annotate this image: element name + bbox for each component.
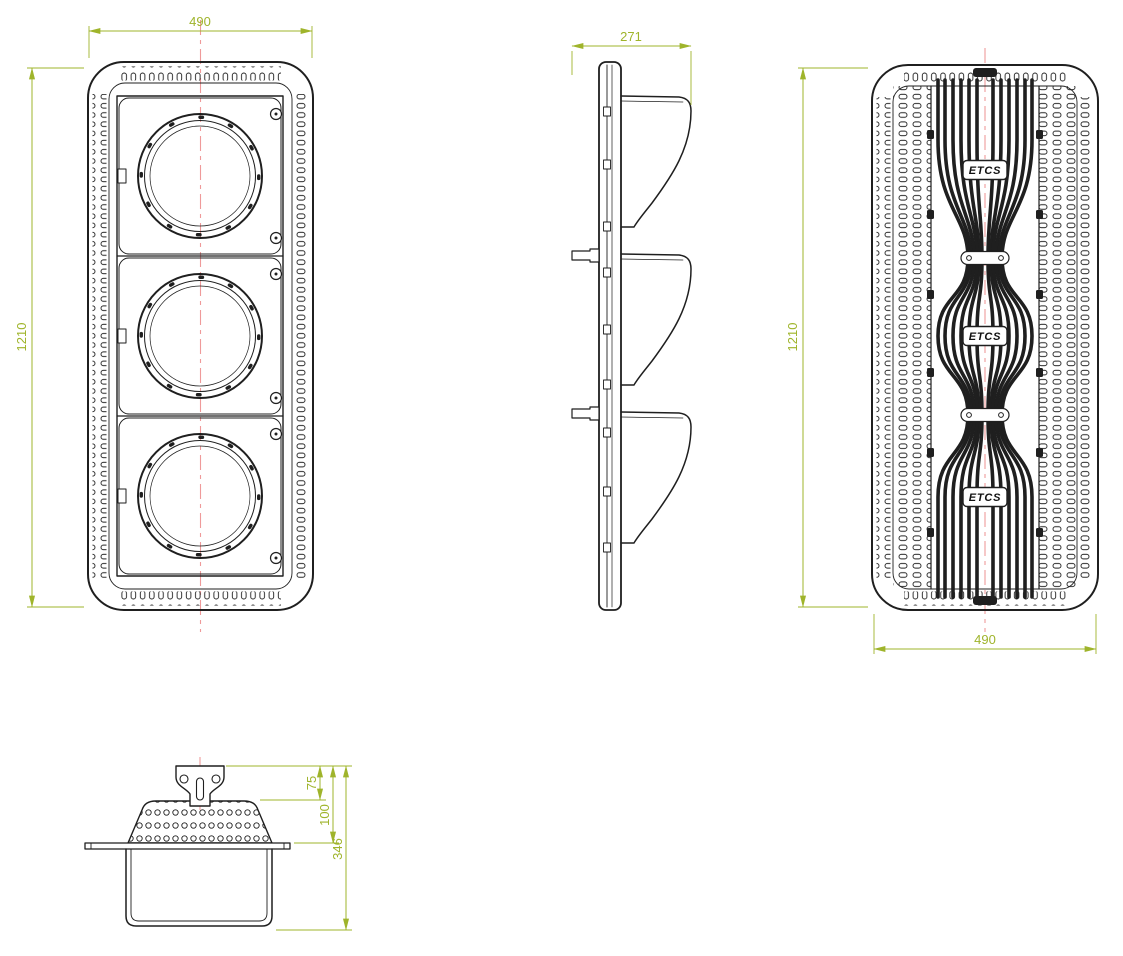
side-depth-dim-text: 271 [620,29,642,44]
mounting-bracket [175,765,225,807]
lens-1 [137,113,263,239]
front-view: 490 1210 [14,14,314,632]
front-height-dimension: 1210 [14,67,84,608]
visor-2 [620,253,692,386]
mount-height-dim-text: 100 [317,804,332,826]
etcs-logo-text-3: ETCS [969,492,1002,504]
etcs-logo-text-1: ETCS [969,165,1002,177]
mount-height-dimension: 100 [317,765,337,844]
back-view: ETCS ETCS ETCS 1210 490 [785,48,1099,654]
back-height-dim-text: 1210 [785,323,800,352]
front-height-dim-text: 1210 [14,323,29,352]
overall-depth-dim-text: 346 [330,838,345,860]
visor-1 [620,95,692,228]
mount-clamp-1 [571,248,600,263]
latch-plate-2 [960,407,1010,423]
bracket-height-dimension: 75 [304,765,324,801]
etcs-logo-3: ETCS [962,486,1008,508]
side-view: 271 [571,29,692,611]
front-housing [87,61,314,611]
front-lens-panel [116,95,284,577]
bracket-height-dim-text: 75 [304,776,319,790]
front-door-screws [269,107,283,565]
perforated-cap [126,800,274,844]
back-width-dim-text: 490 [974,632,996,647]
section-view: 75 100 346 [84,757,352,931]
lens-3 [137,433,263,559]
mount-clamp-2 [571,406,600,421]
etcs-logo-2: ETCS [962,325,1008,347]
lens-2 [137,273,263,399]
front-width-dimension: 490 [88,14,313,58]
back-width-dimension: 490 [873,614,1097,654]
back-handle-top [973,68,997,77]
front-perforation-band [92,66,309,606]
back-height-dimension: 1210 [785,67,868,608]
back-column-clips [927,130,1043,537]
etcs-logo-text-2: ETCS [969,331,1002,343]
latch-plate-1 [960,250,1010,266]
etcs-logo-1: ETCS [962,159,1008,181]
base-flange [84,842,291,850]
front-width-dim-text: 490 [189,14,211,29]
side-depth-dimension: 271 [571,29,692,105]
junction-box [125,848,273,927]
visor-3 [620,411,692,544]
side-body [598,61,622,611]
overall-depth-dimension: 346 [330,765,350,931]
back-handle-bottom [973,596,997,605]
